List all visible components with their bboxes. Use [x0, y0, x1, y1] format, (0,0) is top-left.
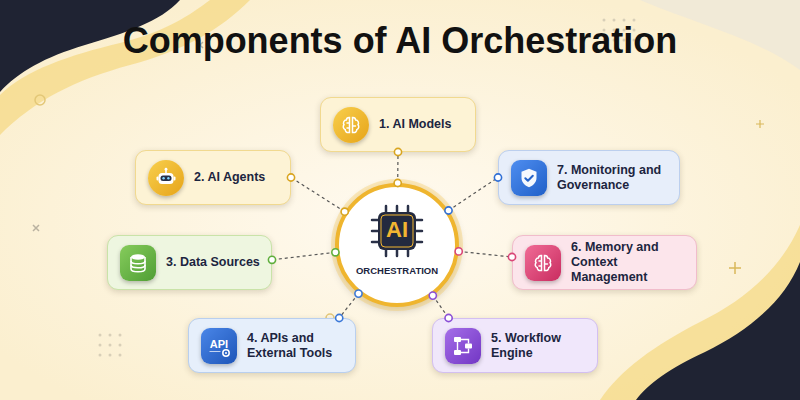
endpoint-dot	[494, 174, 501, 181]
orchestration-hub: AI ORCHESTRATION	[335, 183, 459, 307]
component-icon	[120, 245, 156, 281]
text-column: 2. AI Agents	[194, 170, 286, 185]
endpoint-dot	[455, 248, 462, 255]
icon-glyph	[517, 166, 541, 190]
endpoint-dot	[394, 179, 401, 186]
dashed-connector	[291, 178, 345, 212]
component-box: 7. Monitoring and Governance	[498, 150, 680, 205]
endpoint-dot	[394, 148, 401, 155]
text-column: 5. Workflow Engine	[491, 331, 595, 361]
icon-glyph	[531, 251, 555, 275]
dashed-connector	[397, 152, 398, 183]
component-box: 2. AI Agents	[135, 150, 291, 205]
text-column: 6. Memory and Context Management	[571, 240, 695, 285]
component-icon	[525, 245, 561, 281]
dashed-connector	[449, 178, 499, 211]
component-label: 3. Data Sources	[166, 255, 270, 270]
endpoint-dot	[355, 290, 362, 297]
endpoint-dot	[429, 292, 436, 299]
component-label: 2. AI Agents	[194, 170, 286, 185]
icon-label: API	[201, 337, 237, 351]
hub-label: ORCHESTRATION	[339, 265, 455, 277]
dashed-connector	[433, 296, 449, 318]
component-box: 5. Workflow Engine	[432, 318, 598, 373]
endpoint-dot	[445, 314, 452, 321]
text-column: 3. Data Sources	[166, 255, 270, 270]
endpoint-dot	[341, 208, 348, 215]
component-icon	[511, 160, 547, 196]
text-column: 7. Monitoring and Governance	[557, 163, 677, 193]
component-box: API 4. APIs and External Tools	[188, 318, 356, 373]
component-icon	[333, 107, 369, 143]
component-label: 6. Memory and Context Management	[571, 240, 695, 285]
component-label: 7. Monitoring and Governance	[557, 163, 677, 193]
endpoint-dot	[268, 256, 275, 263]
dashed-connector	[459, 251, 512, 257]
icon-glyph	[154, 166, 178, 190]
dashed-connector	[339, 294, 358, 318]
component-icon: API	[201, 328, 237, 364]
endpoint-dot	[332, 249, 339, 256]
component-icon	[445, 328, 481, 364]
component-label: 1. AI Models	[379, 117, 471, 132]
component-label: 5. Workflow Engine	[491, 331, 595, 361]
chip-label: AI	[369, 216, 425, 244]
text-column: 4. APIs and External Tools	[247, 331, 347, 361]
component-box: 6. Memory and Context Management	[512, 235, 697, 290]
component-box: 3. Data Sources	[107, 235, 272, 290]
endpoint-dot	[508, 253, 515, 260]
endpoint-dot	[336, 314, 343, 321]
icon-glyph	[126, 251, 150, 275]
endpoint-dot	[445, 207, 452, 214]
component-label: 4. APIs and External Tools	[247, 331, 347, 361]
text-column: 1. AI Models	[379, 117, 471, 132]
diagram-title: Components of AI Orchestration	[0, 20, 800, 62]
component-box: 1. AI Models	[320, 97, 476, 152]
icon-glyph	[451, 334, 475, 358]
endpoint-dot	[287, 174, 294, 181]
dashed-connector	[272, 252, 335, 259]
icon-glyph	[339, 113, 363, 137]
component-icon	[148, 160, 184, 196]
